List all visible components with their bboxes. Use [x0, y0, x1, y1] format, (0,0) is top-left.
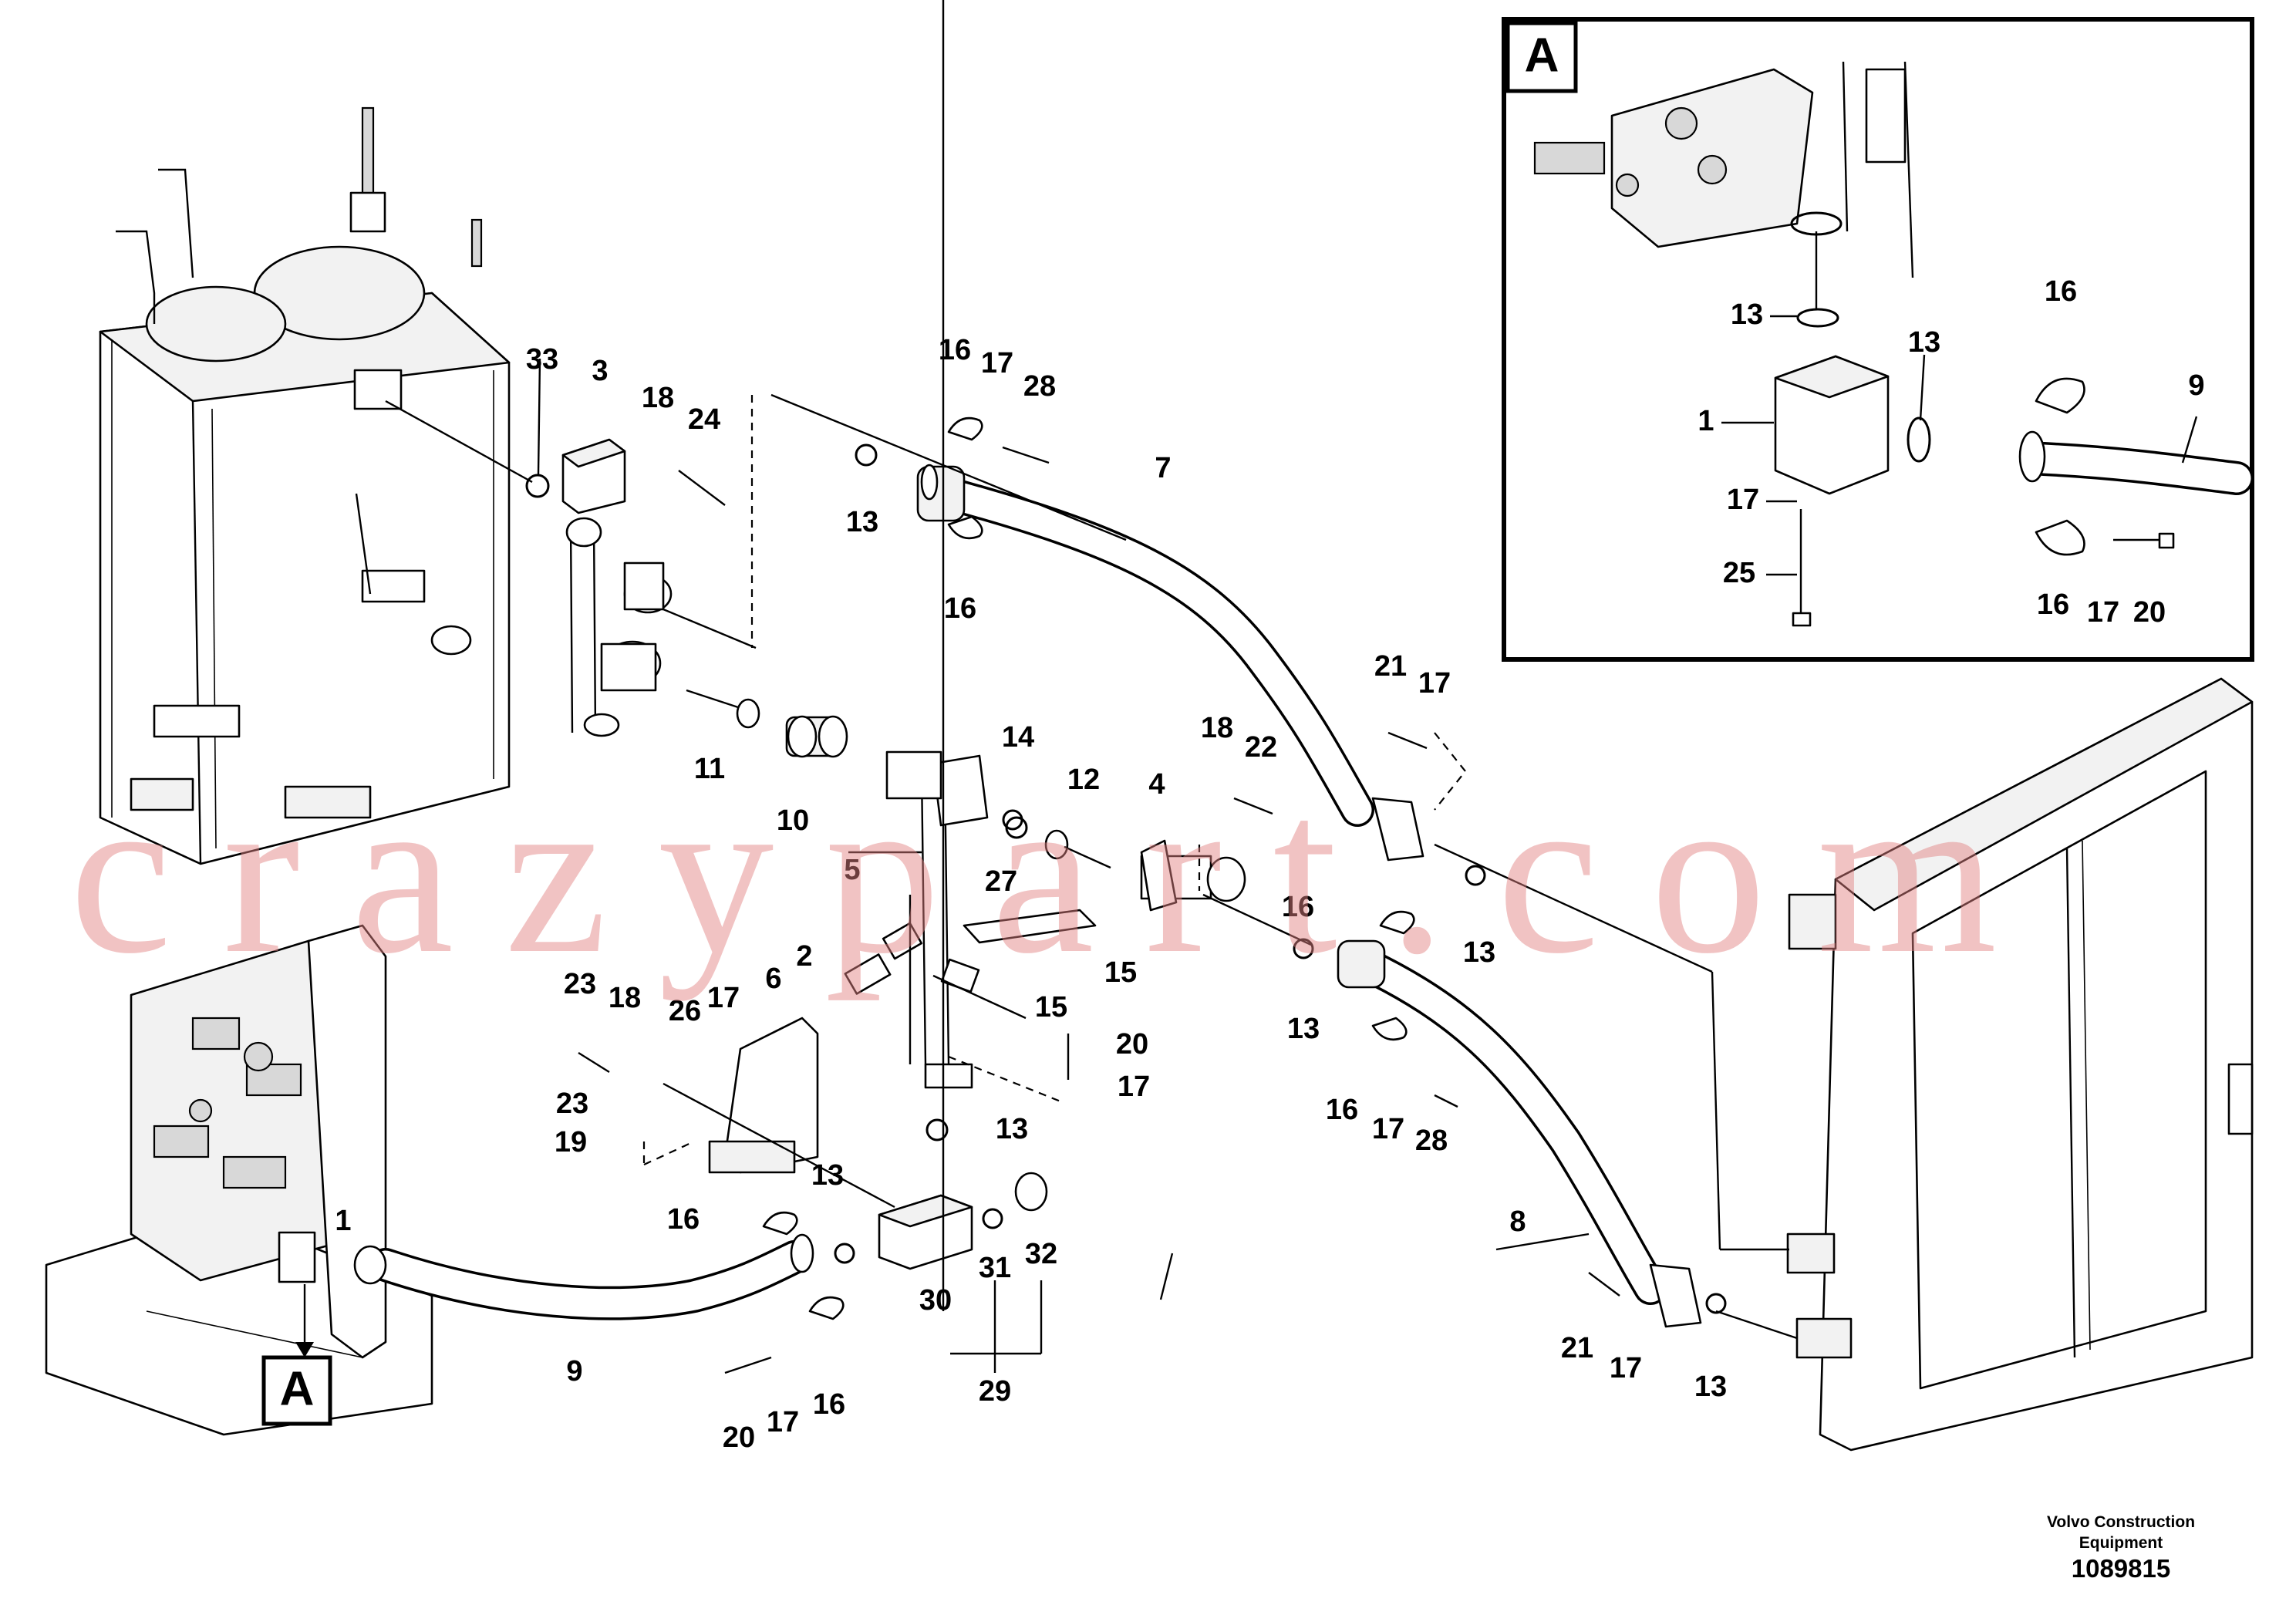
callout-17: 17 [767, 1406, 799, 1438]
callout-28: 28 [1023, 370, 1056, 403]
callout-16: 16 [1326, 1094, 1358, 1126]
detail-callout-16: 16 [2037, 588, 2069, 621]
callout-17: 17 [1418, 667, 1451, 700]
callout-17: 17 [707, 982, 740, 1014]
callout-17: 17 [1118, 1071, 1150, 1103]
callout-17: 17 [1372, 1113, 1404, 1145]
callout-14: 14 [1002, 721, 1034, 754]
hose-7 [916, 464, 1424, 862]
tube-assembly-5 [565, 517, 989, 1065]
bracket-27 [708, 909, 1097, 1174]
callout-17: 17 [981, 347, 1013, 379]
block-3 [525, 438, 626, 514]
callout-27: 27 [985, 865, 1017, 898]
drawing-number: 1089815 [2071, 1554, 2171, 1583]
brand-caption: Volvo Construction Equipment [1974, 1512, 2267, 1553]
callout-16: 16 [1282, 891, 1314, 923]
callout-18: 18 [609, 982, 641, 1014]
detail-callout-17: 17 [1727, 484, 1759, 516]
callout-16: 16 [944, 592, 976, 625]
detail-callout-9: 9 [2188, 369, 2204, 402]
part-12-4 [1005, 816, 1246, 912]
callout-33: 33 [526, 343, 558, 376]
callout-19: 19 [555, 1126, 587, 1158]
callout-13: 13 [1694, 1371, 1727, 1403]
callout-9: 9 [566, 1355, 582, 1388]
callout-15: 15 [1104, 956, 1137, 989]
callout-11: 11 [694, 753, 725, 785]
o-rings-and-clamps [762, 416, 1486, 1320]
brand-line-1: Volvo Construction [2046, 1513, 2196, 1531]
callout-13: 13 [1463, 936, 1495, 969]
callout-13: 13 [1287, 1013, 1320, 1045]
callout-15: 15 [1035, 991, 1067, 1023]
detail-callout-17: 17 [2087, 596, 2119, 629]
detail-callout-25: 25 [1723, 557, 1755, 589]
callout-28: 28 [1415, 1125, 1448, 1157]
callout-23: 23 [556, 1088, 588, 1120]
callout-4: 4 [1148, 768, 1165, 801]
detail-callout-16: 16 [2045, 275, 2077, 308]
callout-2: 2 [796, 940, 812, 973]
bolts [578, 446, 1620, 1374]
callout-18: 18 [1201, 712, 1233, 744]
callout-5: 5 [844, 854, 860, 886]
callout-6: 6 [765, 963, 781, 995]
fittings-2-6 [844, 922, 980, 995]
callout-31: 31 [979, 1252, 1011, 1284]
callout-8: 8 [1509, 1206, 1526, 1238]
dashed-lines [642, 395, 1467, 1165]
callout-21: 21 [1561, 1332, 1593, 1364]
callout-16: 16 [667, 1203, 700, 1236]
oil-cooler [1786, 677, 2254, 1452]
detail-callout-1: 1 [1698, 405, 1714, 437]
control-valve-assembly [45, 924, 433, 1436]
callout-20: 20 [1116, 1028, 1148, 1061]
callout-3: 3 [592, 355, 608, 387]
parts-10-11 [686, 689, 848, 758]
main-callouts: 33 3 18 24 13 16 17 28 7 16 11 10 14 12 … [335, 334, 1727, 1454]
callout-16: 16 [813, 1388, 845, 1421]
hose-8 [1337, 939, 1727, 1328]
callout-7: 7 [1155, 452, 1171, 484]
detail-callout-13: 13 [1731, 298, 1763, 331]
callout-10: 10 [777, 804, 809, 837]
callout-30: 30 [919, 1284, 952, 1317]
callout-1: 1 [335, 1205, 351, 1237]
view-a-reference: A [261, 1284, 332, 1426]
block-30 [878, 1172, 1048, 1270]
callout-17: 17 [1610, 1352, 1642, 1384]
hydraulic-tank [99, 106, 511, 865]
callout-23: 23 [564, 968, 596, 1000]
callout-13: 13 [811, 1159, 844, 1192]
detail-callout-13: 13 [1908, 326, 1940, 359]
callout-22: 22 [1245, 731, 1277, 764]
callout-32: 32 [1025, 1238, 1057, 1270]
callout-12: 12 [1067, 764, 1100, 796]
leader-lines [385, 0, 1798, 1373]
callout-13: 13 [846, 506, 878, 538]
callout-26: 26 [669, 995, 701, 1027]
brand-line-2: Equipment [2079, 1534, 2163, 1552]
detail-letter: A [1525, 29, 1559, 82]
callout-18: 18 [642, 382, 674, 414]
reference-letter: A [280, 1362, 315, 1415]
callout-20: 20 [723, 1421, 755, 1454]
callout-21: 21 [1374, 650, 1407, 683]
detail-callout-20: 20 [2133, 596, 2166, 629]
callout-29: 29 [979, 1375, 1011, 1408]
hose-9 [353, 1233, 814, 1320]
detail-view-a: A 13 16 13 9 1 [1502, 17, 2254, 662]
callout-13: 13 [996, 1113, 1028, 1145]
callout-16: 16 [939, 334, 971, 366]
callout-24: 24 [688, 403, 720, 436]
